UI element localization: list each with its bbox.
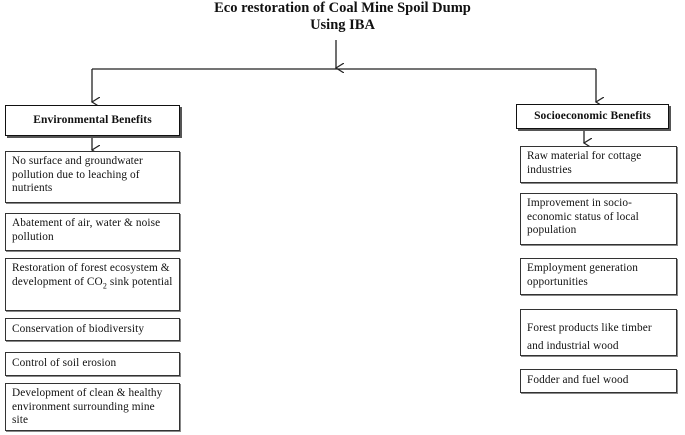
socio-benefit-item: Employment generation opportunities [520, 258, 677, 295]
socio-benefit-item: Fodder and fuel wood [520, 369, 677, 393]
env-benefit-item-text: Restoration of forest ecosystem & develo… [12, 262, 170, 288]
env-benefit-item: Abatement of air, water & noise pollutio… [5, 213, 180, 251]
env-benefit-item-co2: Restoration of forest ecosystem & develo… [5, 258, 180, 311]
env-benefit-item: No surface and groundwater pollution due… [5, 151, 180, 203]
title-line-2: Using IBA [310, 17, 375, 33]
title-line-1: Eco restoration of Coal Mine Spoil Dump [214, 0, 471, 16]
socioeconomic-benefits-header: Socioeconomic Benefits [516, 104, 669, 129]
co2-suffix: sink potential [106, 275, 173, 288]
socio-benefit-item: Raw material for cottage industries [520, 146, 677, 183]
co2-formula: CO2 [86, 275, 107, 290]
env-benefit-item: Conservation of biodiversity [5, 318, 180, 341]
diagram-title: Eco restoration of Coal Mine Spoil Dump … [150, 0, 535, 34]
env-benefit-item: Development of clean & healthy environme… [5, 383, 180, 431]
env-benefit-item: Control of soil erosion [5, 352, 180, 376]
environmental-benefits-header: Environmental Benefits [5, 105, 180, 136]
socio-benefit-item: Improvement in socio-economic status of … [520, 193, 677, 245]
socio-benefit-item: Forest products like timber and industri… [520, 309, 677, 356]
